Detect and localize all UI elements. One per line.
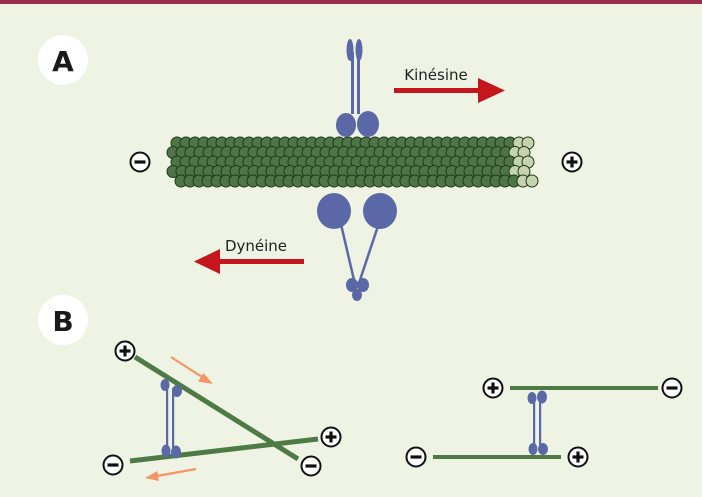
minus-end-icon <box>405 446 427 468</box>
minus-end-icon <box>129 151 151 173</box>
crossing-filaments <box>129 354 319 464</box>
minus-end-icon <box>300 455 322 477</box>
kinesin-crosslinker-left <box>160 379 182 459</box>
sliding-arrow-down <box>170 356 213 384</box>
microtubule <box>166 136 539 188</box>
filament-1 <box>133 354 300 462</box>
panel-a-label: A <box>52 45 74 78</box>
panel-a-badge: A <box>38 35 88 85</box>
antiparallel-filaments <box>433 386 658 459</box>
panel-b-badge: B <box>38 295 88 345</box>
filament-top <box>510 386 658 390</box>
kinesin-crosslinker-right <box>527 390 548 455</box>
filament-2 <box>129 436 319 464</box>
top-rule <box>0 0 702 4</box>
filament-bottom <box>433 455 561 459</box>
dynein-label: Dynéine <box>225 237 287 255</box>
plus-end-icon <box>482 377 504 399</box>
minus-end-icon <box>661 377 683 399</box>
minus-end-icon <box>102 454 124 476</box>
panel-b-label: B <box>52 305 73 338</box>
tubulin-subunit <box>525 174 539 188</box>
kinesin-motor <box>336 39 379 137</box>
plus-end-icon <box>567 446 589 468</box>
kinesin-direction-arrow <box>394 78 505 103</box>
kinesin-label: Kinésine <box>404 66 467 84</box>
sliding-arrow-left <box>145 467 197 481</box>
dynein-motor <box>317 193 397 301</box>
plus-end-icon <box>561 151 583 173</box>
plus-end-icon <box>114 340 136 362</box>
plus-end-icon <box>320 426 342 448</box>
dynein-direction-arrow <box>194 249 304 274</box>
